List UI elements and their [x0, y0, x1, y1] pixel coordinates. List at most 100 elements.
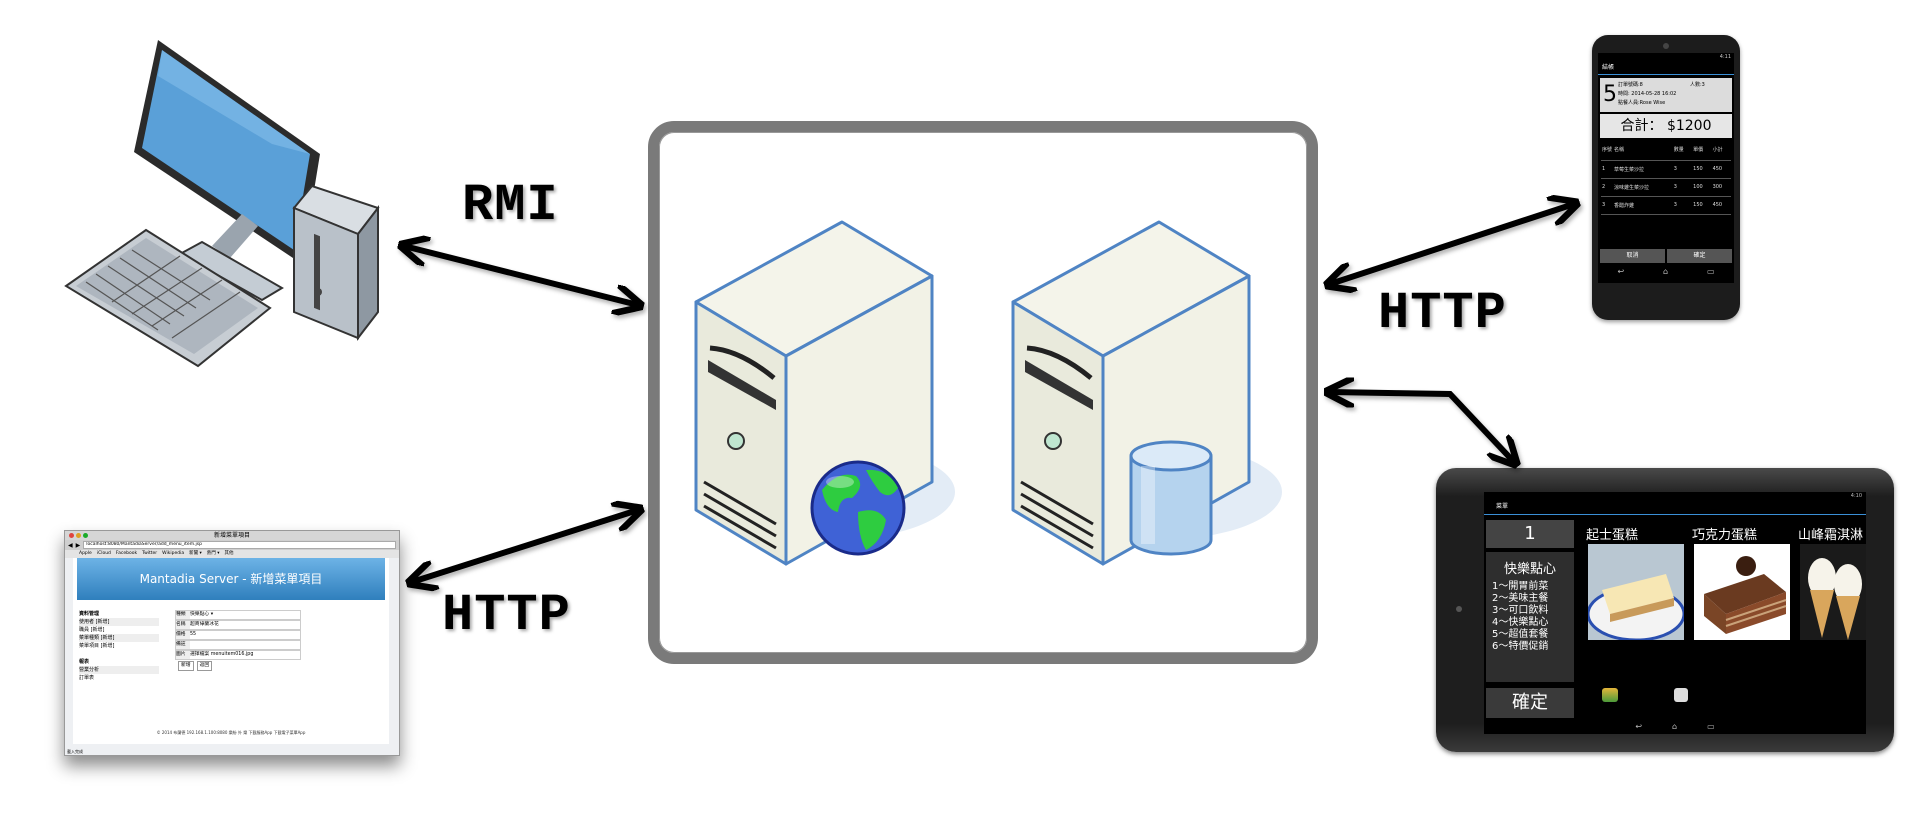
form-label: 名稱 — [176, 621, 190, 629]
cheesecake-image[interactable] — [1588, 544, 1684, 640]
bookmark-item[interactable]: 熱門 ▾ — [206, 551, 220, 556]
web-server — [694, 220, 955, 566]
url-field[interactable]: localhost:8080/MantadiaServer/add_menu_i… — [83, 541, 396, 549]
cancel-button[interactable]: 取消 — [1600, 249, 1665, 263]
sidebar-item[interactable]: 使用者 [新增] — [79, 618, 159, 626]
android-phone: 4:11 結帳 5 訂單號碼:8 人數:3 時間: 2014-05-28 16:… — [1592, 35, 1740, 320]
cell: 3 — [1673, 202, 1677, 208]
category-item[interactable]: 2～美味主餐 — [1492, 593, 1549, 604]
keyboard — [64, 228, 272, 368]
confirm-button[interactable]: 確定 — [1667, 249, 1732, 263]
close-dot[interactable] — [69, 533, 74, 538]
http-arrow-phone — [1330, 204, 1574, 284]
recents-nav-icon[interactable]: ▭ — [1706, 267, 1715, 276]
confirm-button[interactable]: 確定 — [1486, 688, 1574, 718]
desktop-computer — [64, 40, 380, 368]
forward-icon[interactable]: ▶ — [75, 541, 81, 549]
column-header: 名稱 — [1614, 147, 1625, 154]
bookmark-item[interactable]: Facebook — [115, 551, 138, 556]
zoom-dot[interactable] — [83, 533, 88, 538]
sidebar-item[interactable]: 職員 [新增] — [79, 627, 105, 633]
sidebar-section-title: 資料管理 — [79, 611, 100, 617]
category-select[interactable]: 快樂點心 ▾ — [190, 612, 214, 617]
bookmark-item[interactable]: iCloud — [96, 551, 111, 556]
category-item[interactable]: 6～特價促銷 — [1492, 641, 1549, 652]
phone-nav-bar: ↩ ⌂ ▭ — [1598, 267, 1734, 281]
category-item[interactable]: 3～可口飲料 — [1492, 605, 1549, 616]
chocolate-cake-image[interactable] — [1694, 544, 1790, 640]
form-label: 圖片 — [176, 651, 190, 659]
back-nav-icon[interactable]: ↩ — [1635, 722, 1643, 731]
sidebar: 資料管理 使用者 [新增] 職員 [新增] 菜單種類 [新增] 菜單項目 [新增… — [79, 610, 159, 682]
sidebar-item[interactable]: 菜單項目 [新增] — [79, 643, 115, 649]
page-header: Mantadia Server - 新增菜單項目 — [77, 558, 385, 600]
table-row[interactable]: 1 草莓生菜沙拉 3 150 450 — [1601, 160, 1731, 178]
status-time: 4:10 — [1850, 493, 1862, 499]
sidebar-item[interactable]: 菜單種類 [新增] — [79, 634, 159, 642]
rmi-label: RMI — [462, 176, 559, 235]
status-bar: 4:10 — [1484, 492, 1866, 500]
bookmark-item[interactable]: Wikipedia — [162, 551, 185, 556]
phone-camera — [1663, 43, 1669, 49]
cell: 450 — [1712, 166, 1723, 172]
android-tablet: 4:10 菜單 1 快樂點心 1～開胃前菜 2～美味主餐 3～可口飲料 4～快樂… — [1436, 468, 1894, 752]
table-header: 序號 名稱 數量 單價 小計 — [1601, 140, 1731, 160]
table-row[interactable]: 3 香醋炸雞 3 150 450 — [1601, 196, 1731, 214]
minimize-dot[interactable] — [76, 533, 81, 538]
bookmark-item[interactable]: Apple — [79, 551, 92, 556]
home-nav-icon[interactable]: ⌂ — [1672, 722, 1678, 731]
cell: 3 — [1673, 166, 1677, 172]
add-button[interactable]: 新增 — [178, 661, 194, 671]
table-number: 5 — [1603, 82, 1617, 107]
power-light — [1044, 432, 1062, 450]
sidebar-item[interactable]: 營業分析 — [79, 666, 159, 674]
http-arrow-browser — [412, 510, 638, 582]
category-item[interactable]: 4～快樂點心 — [1492, 617, 1549, 628]
table-row[interactable]: 2 涼味雞生菜沙拉 3 100 300 — [1601, 178, 1731, 196]
tablet-nav-bar: ↩ ⌂ ▭ — [1484, 722, 1866, 734]
sidebar-section-title: 報表 — [79, 659, 90, 665]
http-arrow-tablet — [1330, 392, 1514, 462]
category-item[interactable]: 1～開胃前菜 — [1492, 581, 1549, 592]
recents-nav-icon[interactable]: ▭ — [1707, 722, 1715, 731]
back-button[interactable]: 返回 — [196, 661, 213, 671]
bookmark-item[interactable]: Twitter — [142, 551, 158, 556]
app-title: 菜單 — [1496, 503, 1509, 510]
price-field[interactable]: 55 — [190, 632, 197, 637]
name-field[interactable]: 超商綠蘭冰花 — [190, 622, 219, 627]
tower — [292, 184, 380, 341]
bookmark-item[interactable]: 新聞 ▾ — [189, 551, 202, 556]
browser-toolbar: ◀ ▶ localhost:8080/MantadiaServer/add_me… — [65, 540, 399, 550]
cell: 450 — [1712, 202, 1723, 208]
order-info: 5 訂單號碼:8 人數:3 時間: 2014-05-28 16:02 點餐人員:… — [1600, 78, 1732, 112]
category-item[interactable]: 5～超值套餐 — [1492, 629, 1549, 640]
form-label: 備註 — [176, 641, 190, 649]
http-label-right: HTTP — [1378, 284, 1507, 343]
back-icon[interactable]: ◀ — [68, 541, 73, 549]
drink-icon[interactable] — [1674, 688, 1688, 702]
monitor — [134, 40, 320, 302]
tablet-camera — [1456, 606, 1462, 612]
sidebar-item[interactable]: 訂單表 — [79, 675, 95, 681]
browser-titlebar: 新增菜單項目 — [65, 531, 399, 540]
bookmark-item[interactable]: 其他 — [224, 551, 234, 556]
phone-buttons: 取消 確定 — [1600, 249, 1732, 263]
cell: 草莓生菜沙拉 — [1614, 166, 1645, 173]
column-header: 小計 — [1712, 147, 1723, 154]
home-nav-icon[interactable]: ⌂ — [1663, 267, 1669, 276]
cell: 150 — [1693, 202, 1703, 208]
rmi-arrow — [404, 246, 638, 305]
ice-cream-image[interactable] — [1800, 544, 1866, 640]
page-body: Mantadia Server - 新增菜單項目 資料管理 使用者 [新增] 職… — [73, 558, 389, 744]
category-panel: 快樂點心 1～開胃前菜 2～美味主餐 3～可口飲料 4～快樂點心 5～超值套餐 … — [1486, 552, 1574, 682]
back-nav-icon[interactable]: ↩ — [1617, 267, 1625, 276]
salad-icon[interactable] — [1602, 688, 1618, 702]
tablet-screen: 4:10 菜單 1 快樂點心 1～開胃前菜 2～美味主餐 3～可口飲料 4～快樂… — [1484, 492, 1866, 734]
file-picker[interactable]: 選擇檔案 menuitem016.jpg — [190, 652, 254, 657]
power-light — [727, 432, 745, 450]
form-label: 價格 — [176, 631, 190, 639]
http-label-left: HTTP — [442, 586, 571, 645]
order-number: 訂單號碼:8 — [1618, 82, 1643, 88]
